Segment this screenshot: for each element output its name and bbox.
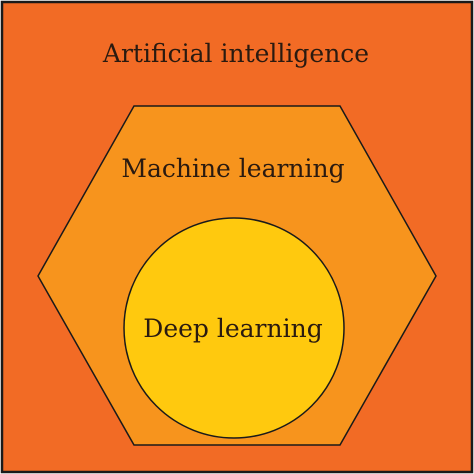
circle-deep-learning <box>123 217 345 439</box>
machine-learning-label: Machine learning <box>121 154 344 183</box>
deep-learning-label: Deep learning <box>143 314 322 343</box>
artificial-intelligence-label: Artificial intelligence <box>102 39 369 68</box>
